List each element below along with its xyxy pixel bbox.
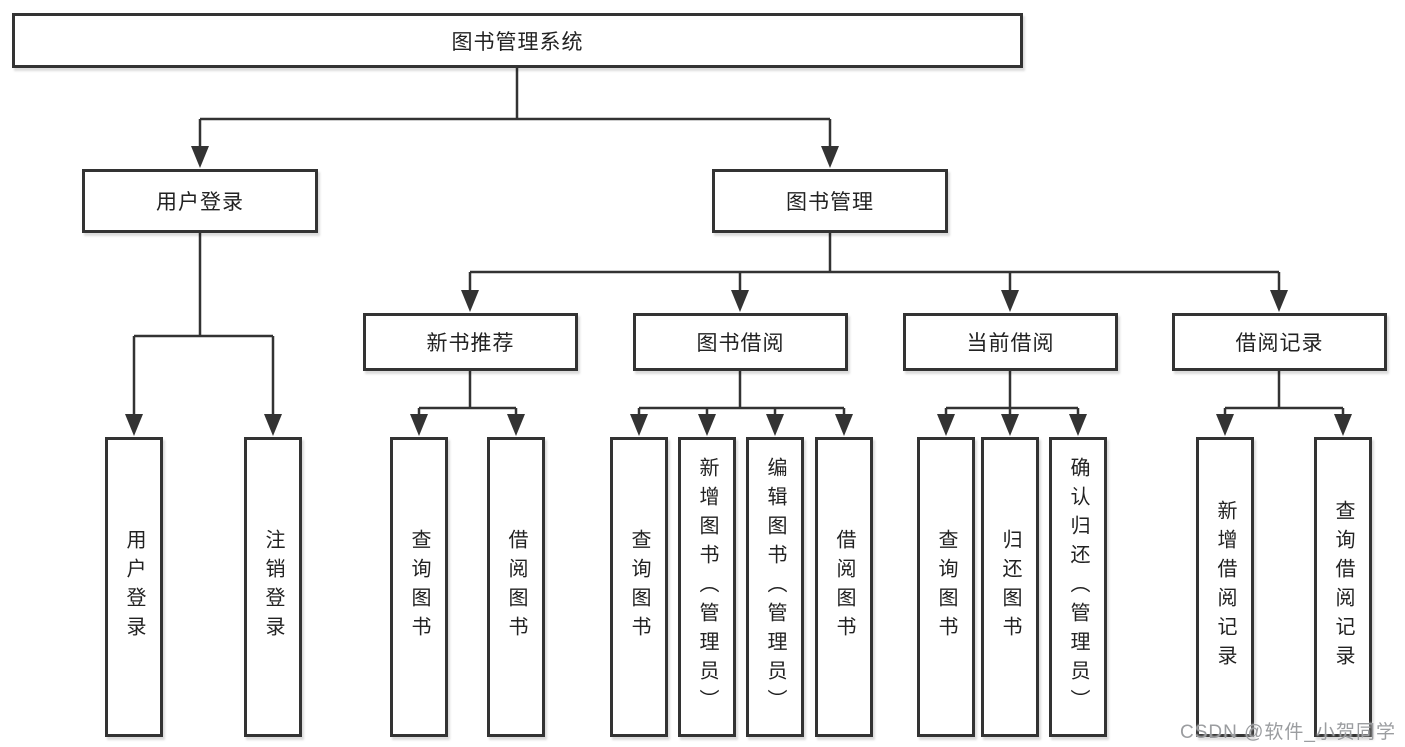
connector-borrow-records xyxy=(1223,371,1345,417)
node-new-book-recommend: 新书推荐 xyxy=(363,313,578,371)
node-borrow-records: 借阅记录 xyxy=(1172,313,1387,371)
leaf-newbooks-query-books: 查询图书 xyxy=(390,437,448,737)
leaf-newbooks-borrow-books: 借阅图书 xyxy=(487,437,545,737)
connector-book-borrow xyxy=(637,371,846,417)
leaf-borrow-edit-books-admin: 编辑图书（管理员） xyxy=(746,437,804,737)
connector-book-management xyxy=(468,233,1281,293)
connector-current-borrow xyxy=(944,371,1080,417)
leaf-records-query-record: 查询借阅记录 xyxy=(1314,437,1372,737)
node-current-borrow: 当前借阅 xyxy=(903,313,1118,371)
leaf-current-return-books: 归还图书 xyxy=(981,437,1039,737)
leaf-logout-login: 注销登录 xyxy=(244,437,302,737)
connector-new-book-recommend xyxy=(417,371,518,417)
leaf-current-confirm-return-admin: 确认归还（管理员） xyxy=(1049,437,1107,737)
node-book-borrow: 图书借阅 xyxy=(633,313,848,371)
connector-root xyxy=(198,68,832,150)
connector-user-login xyxy=(132,233,275,417)
leaf-borrow-add-books-admin: 新增图书（管理员） xyxy=(678,437,736,737)
node-book-management: 图书管理 xyxy=(712,169,948,233)
node-user-login: 用户登录 xyxy=(82,169,318,233)
node-root: 图书管理系统 xyxy=(12,13,1023,68)
leaf-current-query-books: 查询图书 xyxy=(917,437,975,737)
leaf-borrow-query-books: 查询图书 xyxy=(610,437,668,737)
leaf-user-login: 用户登录 xyxy=(105,437,163,737)
watermark: CSDN @软件_小贺同学 xyxy=(1180,722,1396,743)
leaf-records-add-record: 新增借阅记录 xyxy=(1196,437,1254,737)
leaf-borrow-borrow-books: 借阅图书 xyxy=(815,437,873,737)
arrowheads xyxy=(125,146,1352,436)
